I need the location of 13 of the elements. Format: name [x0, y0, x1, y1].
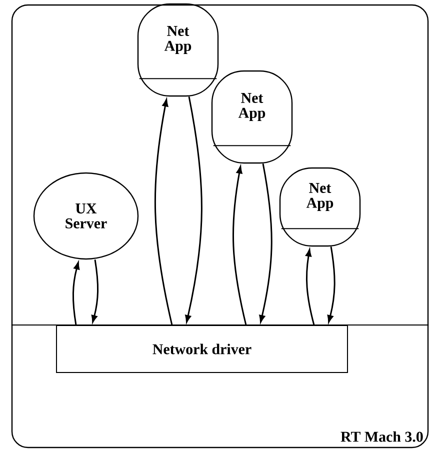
app-box: Net App — [279, 167, 361, 247]
arrow — [72, 262, 80, 326]
arrow — [232, 166, 247, 326]
arrow — [91, 259, 99, 323]
driver-box: Network driver — [56, 325, 348, 373]
arrow — [185, 96, 202, 323]
arrow — [306, 249, 315, 326]
arrow — [327, 246, 336, 323]
arrow — [259, 163, 272, 323]
app-box: Net App — [137, 3, 219, 97]
frame-label: RT Mach 3.0 — [340, 431, 423, 442]
arrow — [154, 99, 173, 326]
app-box: Net App — [211, 70, 293, 164]
